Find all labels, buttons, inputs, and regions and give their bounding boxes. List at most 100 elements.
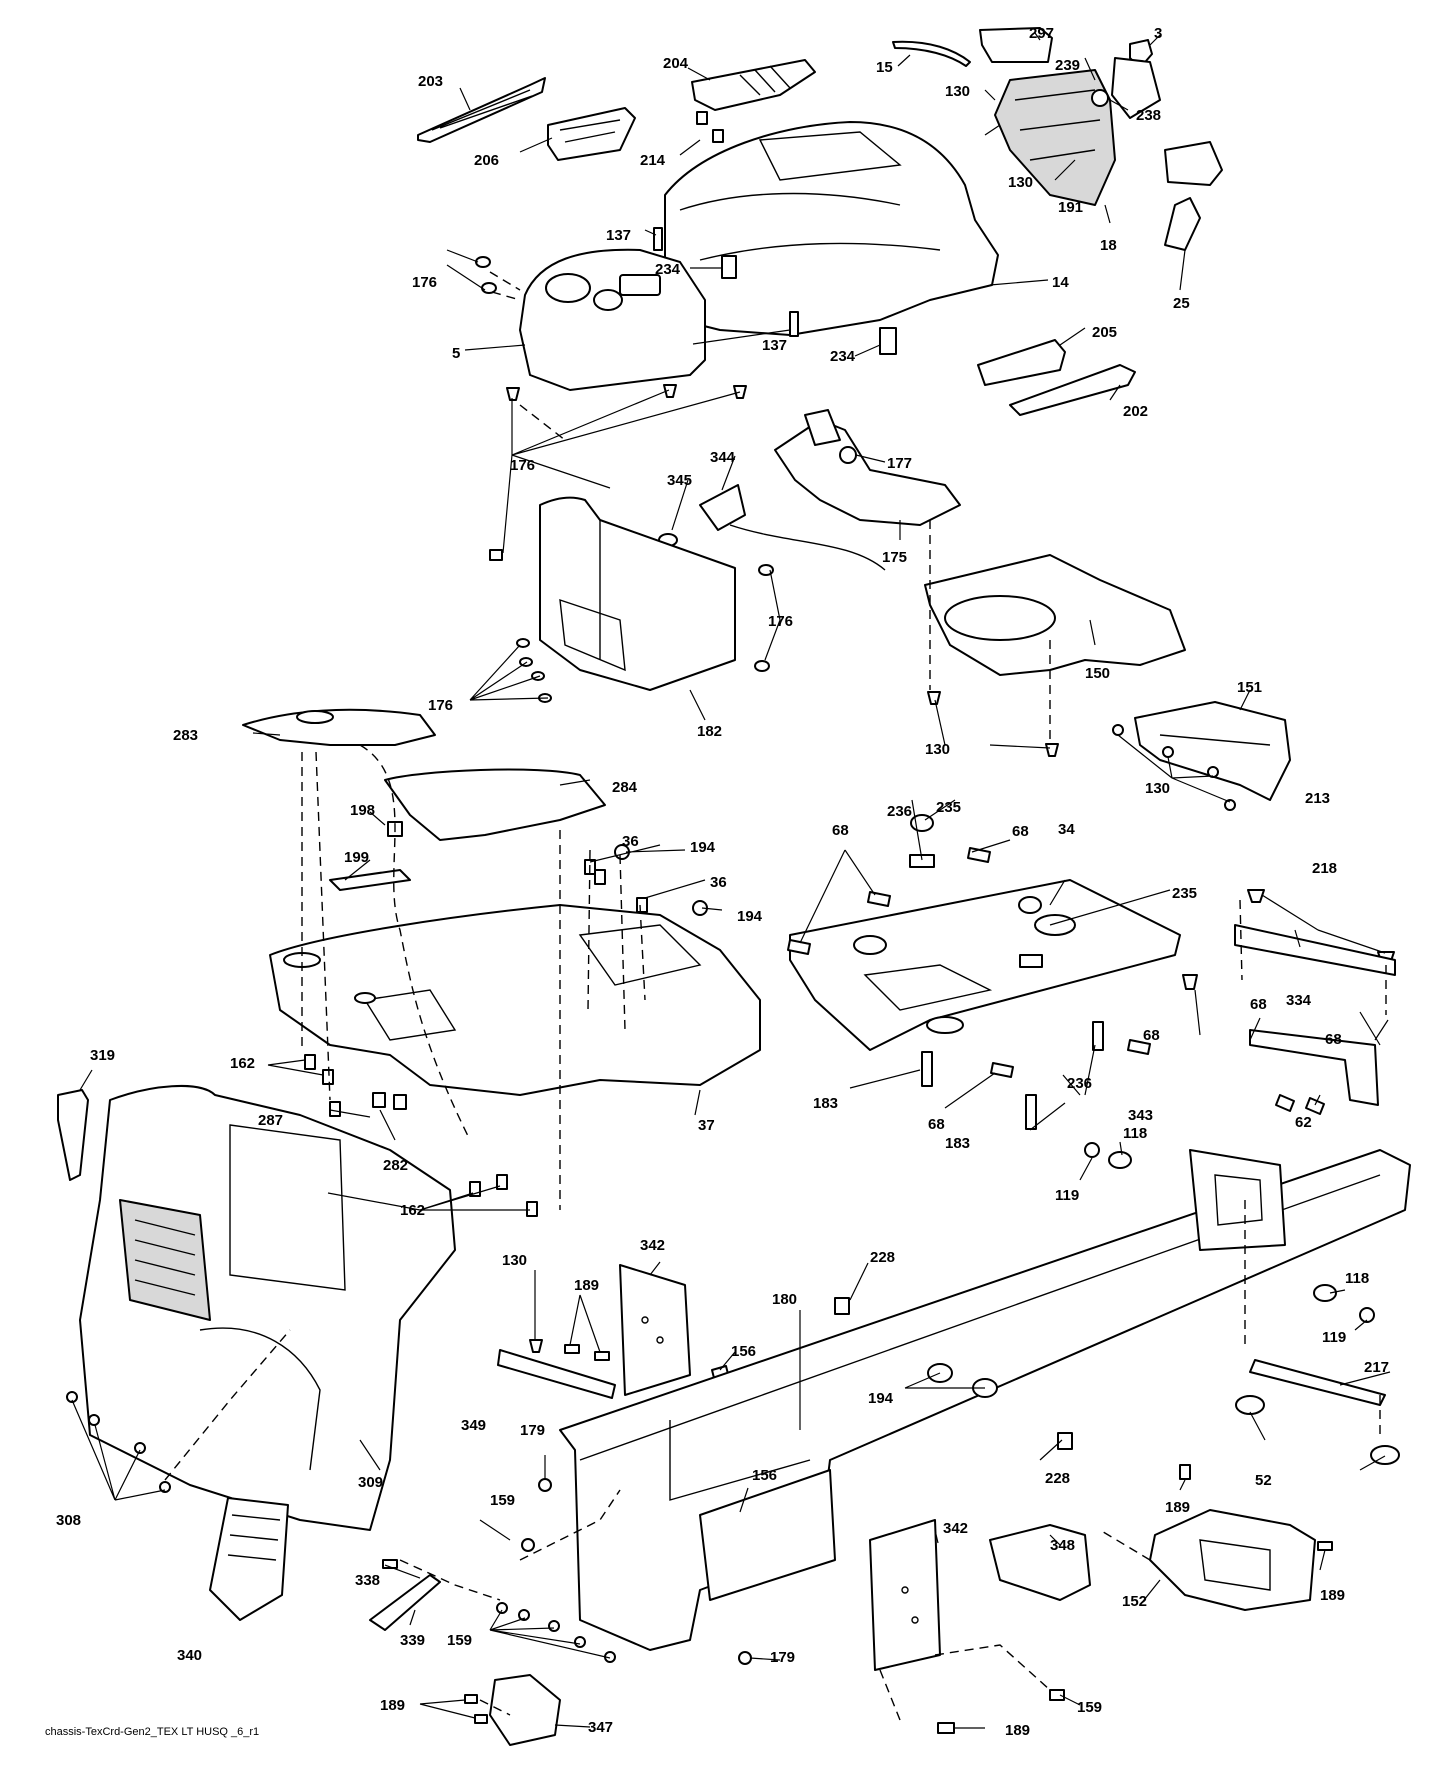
- part-348-cover: [989, 1524, 1091, 1601]
- part-119-nut: [1359, 1307, 1375, 1323]
- callout-297: 297: [1029, 25, 1054, 42]
- callout-349: 349: [461, 1417, 486, 1434]
- part-118-washer: [1313, 1284, 1337, 1302]
- part-162-287-282-hardware: [304, 1054, 538, 1217]
- callout-25: 25: [1173, 295, 1190, 312]
- part-180-main-frame: [559, 1149, 1411, 1651]
- callout-340: 340: [177, 1647, 202, 1664]
- part-175-bracket: [774, 409, 961, 526]
- callout-309: 309: [358, 1474, 383, 1491]
- callout-191: 191: [1058, 199, 1083, 216]
- callout-287: 287: [258, 1112, 283, 1129]
- callout-239: 239: [1055, 57, 1080, 74]
- callout-176b: 176: [510, 457, 535, 474]
- part-179-nut: [538, 1478, 552, 1492]
- callout-213: 213: [1305, 790, 1330, 807]
- callout-194: 194: [690, 839, 716, 856]
- callout-205: 205: [1092, 324, 1117, 341]
- part-202-grille: [1009, 364, 1136, 416]
- part-119-nut: [1084, 1142, 1100, 1158]
- part-205-duct: [977, 339, 1066, 386]
- callout-183: 183: [813, 1095, 838, 1112]
- callout-162b: 162: [400, 1202, 425, 1219]
- callout-68f: 68: [928, 1116, 945, 1133]
- callout-156: 156: [731, 1343, 756, 1360]
- callout-339: 339: [400, 1632, 425, 1649]
- part-334-bracket: [1249, 1029, 1379, 1106]
- part-159-nut: [521, 1538, 535, 1552]
- callout-176: 176: [412, 274, 437, 291]
- callout-150: 150: [1085, 665, 1110, 682]
- callout-34: 34: [1058, 821, 1075, 838]
- part-342-bracket-lower: [869, 1519, 941, 1671]
- part-179-nut: [738, 1651, 752, 1665]
- callout-203: 203: [418, 73, 443, 90]
- part-183-bolt: [1025, 1094, 1037, 1130]
- part-344-switch-harness: [699, 484, 886, 571]
- callout-347: 347: [588, 1719, 613, 1736]
- callout-180: 180: [772, 1291, 797, 1308]
- callout-labels: 297 3 15 204 203 130 239 238 206 214 130…: [56, 25, 1389, 1739]
- part-176-screws: [475, 256, 747, 401]
- leader-lines: [71, 32, 1391, 1729]
- part-204-vent: [691, 59, 816, 111]
- part-234-pad: [721, 255, 737, 279]
- part-159-screw: [1049, 1689, 1065, 1701]
- callout-52: 52: [1255, 1472, 1272, 1489]
- part-191-pad: [1164, 141, 1223, 186]
- diagram-caption: chassis-TexCrd-Gen2_TEX LT HUSQ _6_r1: [45, 1726, 259, 1738]
- part-349-bar: [497, 1349, 616, 1399]
- part-68-bolts: [787, 847, 1198, 1078]
- callout-176c: 176: [768, 613, 793, 630]
- callout-176d: 176: [428, 697, 453, 714]
- callout-284: 284: [612, 779, 638, 796]
- part-5-dash-panel: [519, 248, 706, 391]
- callout-130c: 130: [925, 741, 950, 758]
- callout-236: 236: [887, 803, 912, 820]
- callout-319: 319: [90, 1047, 115, 1064]
- callout-199: 199: [344, 849, 369, 866]
- part-37-fender-deck: [269, 904, 761, 1096]
- callout-194c: 194: [868, 1390, 894, 1407]
- part-214-clips: [696, 111, 724, 143]
- callout-130d: 130: [1145, 780, 1170, 797]
- callout-3: 3: [1154, 25, 1162, 42]
- callout-118b: 118: [1345, 1270, 1369, 1287]
- callout-348: 348: [1050, 1537, 1075, 1554]
- part-137-pin: [789, 311, 799, 337]
- callout-151: 151: [1237, 679, 1262, 696]
- callout-342: 342: [640, 1237, 665, 1254]
- callout-344: 344: [710, 449, 736, 466]
- callout-137: 137: [606, 227, 631, 244]
- callout-234: 234: [655, 261, 681, 278]
- callout-183b: 183: [945, 1135, 970, 1152]
- callout-182: 182: [697, 723, 722, 740]
- part-297-cap: [979, 27, 1053, 63]
- part-130-bolt: [927, 691, 941, 705]
- callout-137b: 137: [762, 337, 787, 354]
- callout-189c: 189: [1320, 1587, 1345, 1604]
- callout-177: 177: [887, 455, 912, 472]
- part-203-grille: [417, 77, 546, 143]
- callout-228b: 228: [1045, 1470, 1070, 1487]
- callout-236b: 236: [1067, 1075, 1092, 1092]
- callout-37: 37: [698, 1117, 715, 1134]
- callout-179: 179: [520, 1422, 545, 1439]
- callout-15: 15: [876, 59, 893, 76]
- part-34-seat-plate: [789, 879, 1181, 1051]
- part-183-bolt: [921, 1051, 933, 1087]
- part-130-screws: [1112, 724, 1236, 811]
- part-151-bracket: [1134, 701, 1291, 801]
- callout-159c: 159: [1077, 1699, 1102, 1716]
- part-228-pin: [834, 1297, 850, 1315]
- part-239-bulb: [1091, 89, 1109, 107]
- part-118-washer: [1108, 1151, 1132, 1169]
- callout-308: 308: [56, 1512, 81, 1529]
- callout-162: 162: [230, 1055, 255, 1072]
- callout-238: 238: [1136, 107, 1161, 124]
- part-15-trim: [892, 40, 971, 67]
- part-62-bolts: [1275, 1094, 1325, 1115]
- callout-194b: 194: [737, 908, 763, 925]
- assembly-dash-lines: [164, 271, 1387, 1721]
